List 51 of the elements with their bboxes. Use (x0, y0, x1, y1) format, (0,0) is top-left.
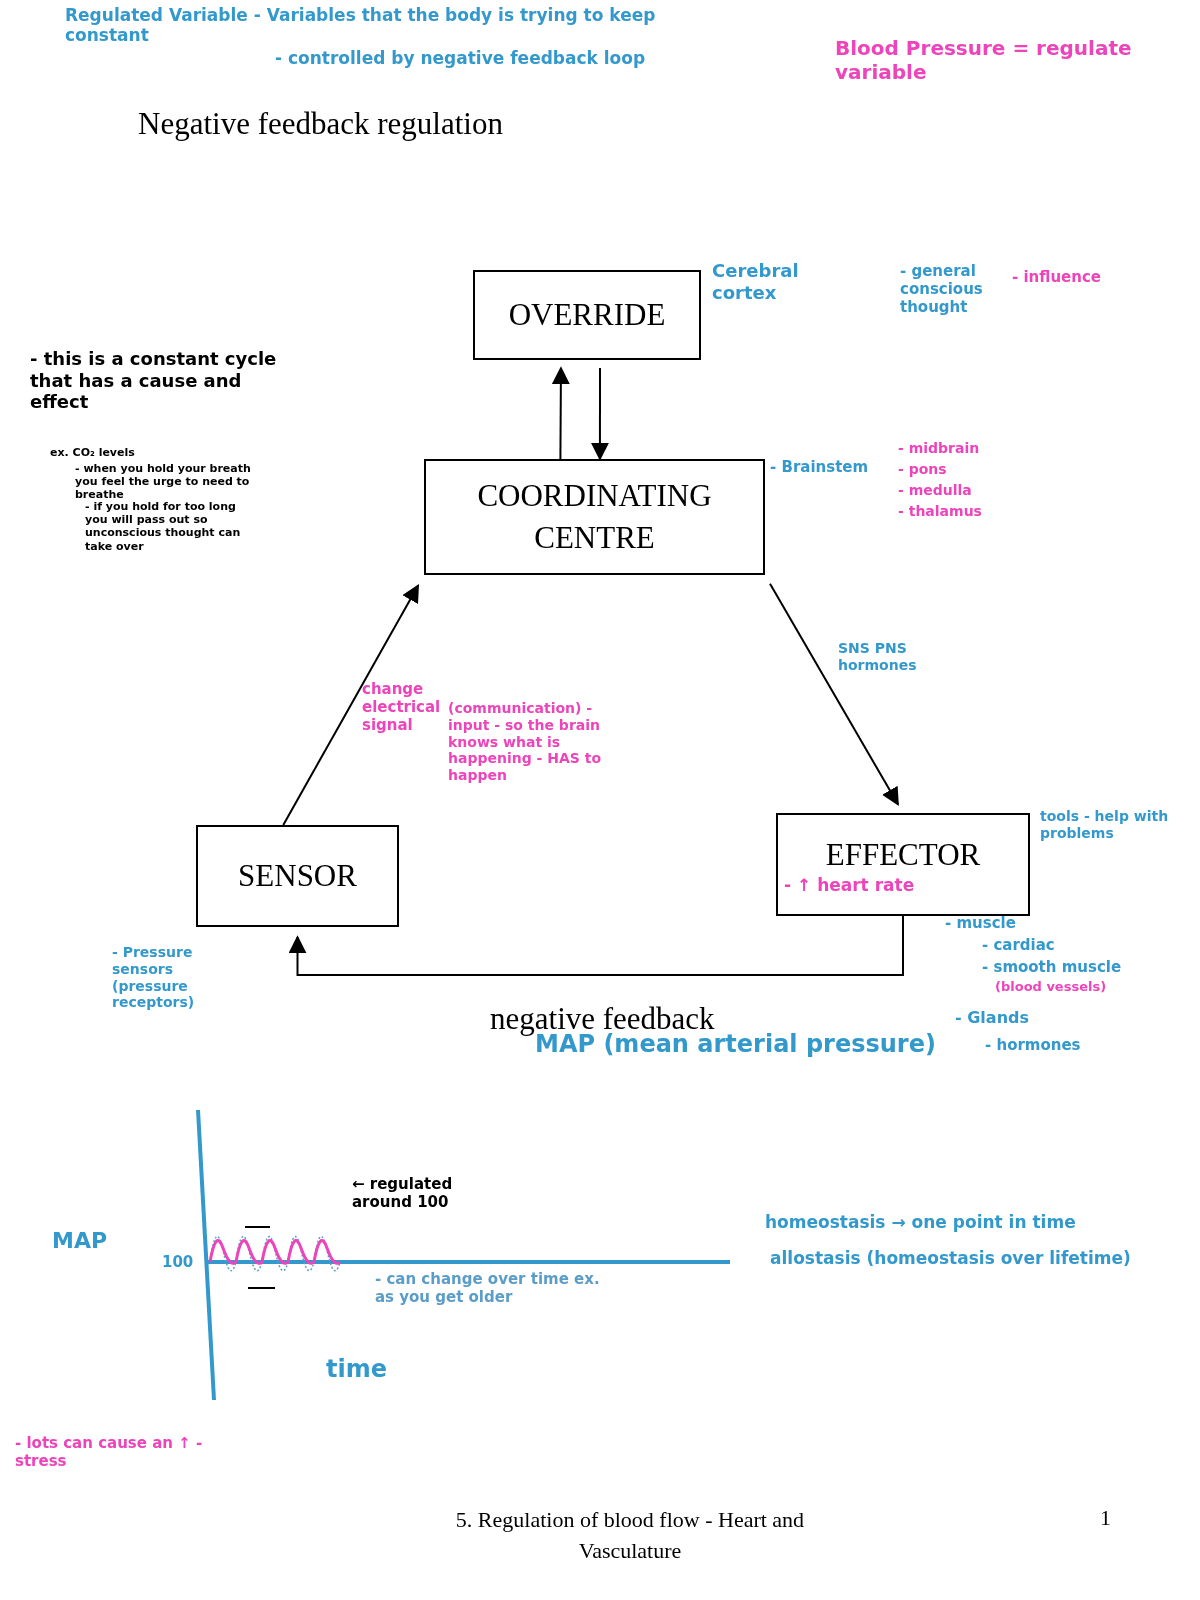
handwritten-note: (communication) - input - so the brain knows what is happening - HAS to happen (448, 700, 603, 784)
handwritten-note: time (326, 1355, 388, 1384)
page-number: 1 (1100, 1505, 1112, 1532)
box-title: COORDINATING CENTRE (476, 477, 713, 557)
handwritten-note: Blood Pressure = regulate variable (835, 36, 1133, 84)
handwritten-note: - midbrain (898, 440, 981, 457)
arrow (288, 915, 904, 976)
handwritten-note: - general conscious thought (900, 262, 984, 316)
handwritten-note: - when you hold your breath you feel the urge to need to breathe (75, 462, 252, 502)
arrow (769, 582, 899, 806)
arrow (282, 583, 420, 826)
process-box (776, 813, 1030, 916)
handwritten-note: - this is a constant cycle that has a cause and effect (30, 348, 278, 413)
handwritten-note: - influence (1012, 268, 1102, 286)
handwritten-note: ← regulated around 100 (352, 1175, 454, 1211)
handwritten-note: - if you hold for too long you will pass out so unconscious thought can take over (85, 500, 242, 553)
box-title: SENSOR (238, 857, 357, 896)
handwritten-note: - pons (898, 461, 948, 478)
handwritten-note: MAP (52, 1228, 109, 1255)
handwritten-note: - smooth muscle (982, 958, 1123, 976)
title: Negative feedback regulation (138, 105, 504, 143)
process-box (424, 459, 765, 575)
box-title: OVERRIDE (508, 296, 666, 335)
box-title: EFFECTOR (825, 835, 981, 874)
handwritten-note: - controlled by negative feedback loop (275, 48, 647, 69)
handwritten-note: ex. CO₂ levels (50, 446, 136, 460)
footer-text: 5. Regulation of blood flow - Heart and Vasculature (454, 1506, 806, 1565)
handwritten-note: homeostasis → one point in time (765, 1212, 1077, 1233)
handwritten-note: 100 (162, 1253, 195, 1271)
handwritten-note: - Brainstem (770, 458, 870, 476)
handwritten-note: - muscle (945, 914, 1017, 932)
handwritten-note: - hormones (985, 1036, 1082, 1054)
handwritten-note: tools - help with problems (1040, 808, 1170, 842)
handwritten-note: - lots can cause an ↑ - stress (15, 1434, 204, 1470)
handwritten-note: - ↑ heart rate (784, 875, 915, 896)
process-box (196, 825, 399, 927)
handwritten-note: - medulla (898, 482, 973, 499)
handwritten-note: Regulated Variable - Variables that the body is trying to keep constant (65, 5, 657, 46)
arrow (551, 366, 570, 460)
handwritten-note: Cerebral cortex (712, 260, 800, 304)
handwritten-note: - cardiac (982, 936, 1056, 954)
handwritten-note: - thalamus (898, 503, 983, 520)
handwritten-note: - can change over time ex. as you get older (375, 1270, 601, 1306)
arrow (590, 367, 609, 461)
handwritten-note: SNS PNS hormones (838, 640, 918, 674)
process-box (473, 270, 701, 360)
handwritten-note: (blood vessels) (995, 979, 1108, 995)
handwritten-note: - Pressure sensors (pressure receptors) (112, 944, 196, 1012)
handwritten-note: - Glands (955, 1008, 1030, 1028)
handwritten-note: allostasis (homeostasis over lifetime) (770, 1248, 1132, 1269)
handwritten-note: change electrical signal (362, 680, 442, 734)
